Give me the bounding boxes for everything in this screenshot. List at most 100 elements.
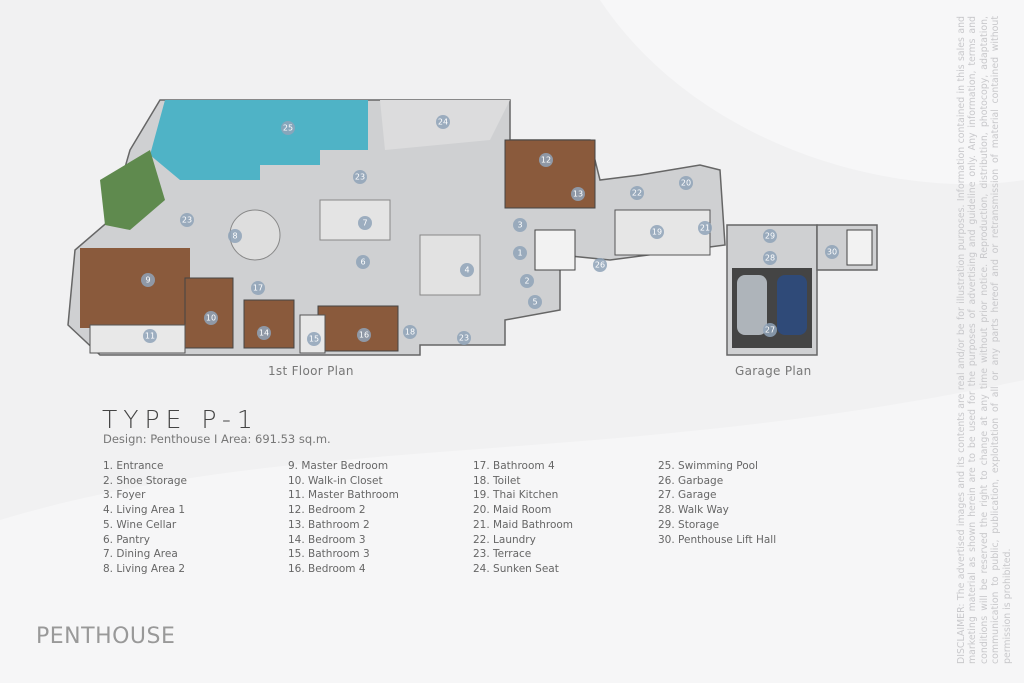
room-number-marker [257,326,271,340]
room-number-label: 4 [464,266,469,275]
room-number-marker [698,221,712,235]
garden [100,150,165,230]
legend-item: 9. Master Bedroom [288,460,389,472]
unit-subtitle: Design: Penthouse I Area: 691.53 sq.m. [103,432,331,446]
room-number-label: 23 [182,216,192,225]
bedroom-3-area [243,299,295,349]
room-number-marker [460,263,474,277]
room-number-marker [143,329,157,343]
legend-item: 10. Walk-in Closet [288,474,383,487]
room-number-label: 20 [681,179,691,188]
legend-item: 12. Bedroom 2 [288,504,366,517]
legend-item: 15. Bathroom 3 [288,548,370,561]
room-number-label: 14 [259,329,269,338]
legend-item: 23. Terrace [473,548,532,561]
legend-item: 30. Penthouse Lift Hall [658,533,777,546]
legend-item: 20. Maid Room [473,504,552,517]
room-number-label: 23 [355,173,365,182]
room-number-label: 18 [405,328,415,337]
room-number-label: 16 [359,331,369,340]
legend-item: 16. Bedroom 4 [288,562,366,575]
legend-column-2: 9. Master Bedroom 10. Walk-in Closet 11.… [288,459,399,577]
legend-column-4: 25. Swimming Pool 26. Garbage 27. Garage… [658,459,776,547]
car-icon [777,275,807,335]
room-number-marker [281,121,295,135]
legend-item: 1. Entrance [103,460,164,472]
room-number-label: 24 [438,118,448,127]
room-number-marker [825,245,839,259]
legend-item: 7. Dining Area [103,548,178,561]
room-number-marker [593,258,607,272]
legend-item: 28. Walk Way [658,504,729,517]
unit-title: TYPE P-1 [102,405,259,434]
dining-table [319,199,391,241]
legend-item: 17. Bathroom 4 [473,460,555,472]
room-number-marker [528,295,542,309]
room-number-marker [180,213,194,227]
room-number-marker [228,229,242,243]
room-number-label: 26 [595,261,605,270]
legend-item: 6. Pantry [103,533,150,546]
legend-column-3: 17. Bathroom 4 18. Toilet 19. Thai Kitch… [473,459,573,577]
legend-column-1: 1. Entrance 2. Shoe Storage 3. Foyer 4. … [103,459,187,577]
room-number-marker [307,332,321,346]
room-number-marker [141,273,155,287]
room-number-label: 5 [532,298,537,307]
room-number-label: 3 [517,221,522,230]
room-number-marker [679,176,693,190]
room-number-marker [571,187,585,201]
room-number-marker [403,325,417,339]
swimming-pool [150,100,368,180]
room-number-label: 1 [517,249,522,258]
legend-item: 4. Living Area 1 [103,504,186,517]
legend-item: 24. Sunken Seat [473,562,559,575]
room-number-label: 11 [145,332,155,341]
room-number-marker [539,153,553,167]
room-number-label: 10 [206,314,216,323]
room-number-marker [251,281,265,295]
car-icon [737,275,767,335]
first-floor-caption: 1st Floor Plan [268,364,354,378]
legend-item: 13. Bathroom 2 [288,518,370,531]
legend-item: 8. Living Area 2 [103,562,186,575]
legend-item: 19. Thai Kitchen [473,489,559,502]
room-number-label: 17 [253,284,263,293]
legend-item: 5. Wine Cellar [103,518,177,531]
room-number-label: 15 [309,335,319,344]
room-number-marker [204,311,218,325]
room-number-label: 12 [541,156,551,165]
legend-item: 26. Garbage [658,474,724,487]
room-number-label: 21 [700,224,710,233]
room-number-label: 2 [524,277,529,286]
legend-item: 27. Garage [658,489,717,502]
room-number-marker [436,115,450,129]
legend-item: 25. Swimming Pool [658,460,758,472]
room-number-marker [763,229,777,243]
garage-plan [726,224,878,356]
room-number-label: 7 [362,219,367,228]
master-bedroom-area [80,248,190,328]
room-number-marker [763,323,777,337]
legend-item: 2. Shoe Storage [103,474,187,487]
room-number-label: 22 [632,189,642,198]
master-bathroom-area [89,324,186,354]
legend-item: 11. Master Bathroom [288,489,399,502]
room-number-marker [353,170,367,184]
room-number-label: 29 [765,232,775,241]
room-number-marker [457,331,471,345]
room-number-marker [650,225,664,239]
room-number-marker [358,216,372,230]
bedroom-4-area [317,305,399,352]
legend-item: 14. Bedroom 3 [288,533,366,546]
legend-item: 29. Storage [658,518,720,531]
room-number-marker [520,274,534,288]
room-number-label: 30 [827,248,837,257]
legend-item: 21. Maid Bathroom [473,518,574,531]
room-number-marker [513,246,527,260]
garage-caption: Garage Plan [735,364,812,378]
room-number-marker [513,218,527,232]
room-number-label: 28 [765,254,775,263]
legend-item: 18. Toilet [473,474,521,487]
lift-area [534,229,576,271]
